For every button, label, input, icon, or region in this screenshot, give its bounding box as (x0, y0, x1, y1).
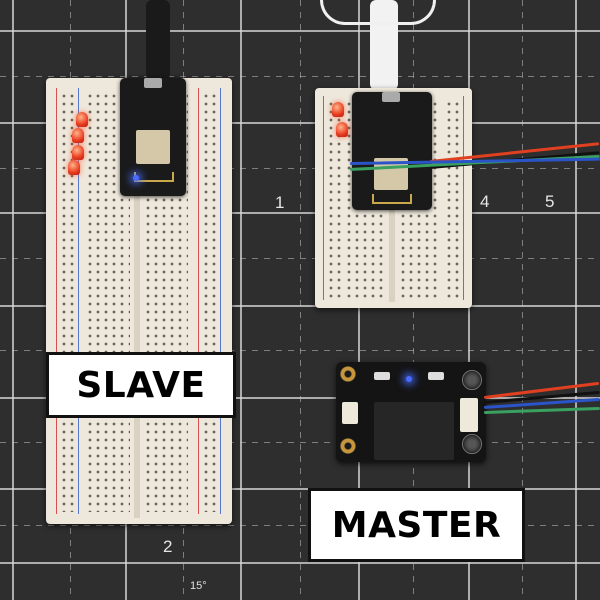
angle-marking: 15° (190, 580, 207, 592)
right-connector (460, 398, 478, 432)
voice-recognition-module (336, 362, 486, 462)
left-connector (342, 402, 358, 424)
esp-module (136, 130, 170, 164)
slave-led-4 (68, 160, 80, 175)
mat-number-4: 4 (480, 192, 490, 211)
slide-switch-2[interactable] (428, 372, 444, 380)
mat-number-5: 5 (545, 192, 555, 211)
slave-esp8266-board (120, 78, 186, 196)
micro-usb-port (144, 78, 162, 88)
usb-cable-left (146, 0, 170, 80)
slave-label-text: SLAVE (76, 364, 206, 406)
mat-number-1: 1 (275, 193, 285, 212)
usb-cable-loop (320, 0, 436, 25)
microphone-icon (462, 370, 482, 390)
slave-led-2 (72, 128, 84, 143)
microphone-icon (462, 434, 482, 454)
micro-usb-port (382, 92, 400, 102)
master-led (332, 102, 344, 117)
slide-switch-1[interactable] (374, 372, 390, 380)
slave-onboard-blue-led (133, 175, 139, 181)
slave-label: SLAVE (46, 352, 236, 418)
slave-led-3 (72, 145, 84, 160)
mat-number-2: 2 (163, 537, 173, 556)
voice-chip (374, 402, 454, 460)
master-led-2 (336, 122, 348, 137)
voice-module-blue-led (406, 376, 412, 382)
usb-cable-right (370, 0, 398, 90)
master-esp8266-board (352, 92, 432, 210)
master-label-text: MASTER (331, 504, 502, 546)
master-label: MASTER (308, 488, 525, 562)
slave-led-1 (76, 112, 88, 127)
